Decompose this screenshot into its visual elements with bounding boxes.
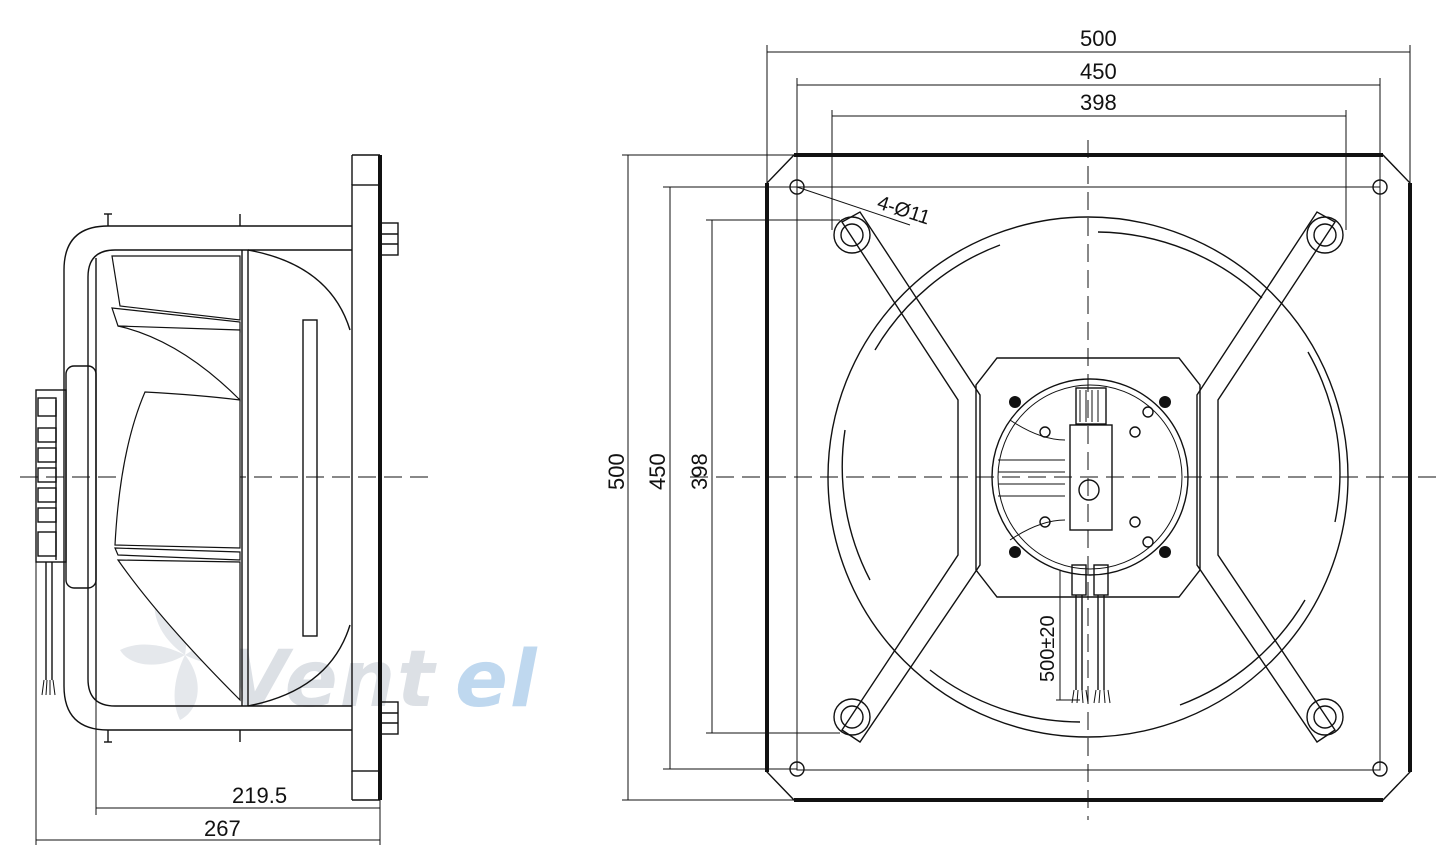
dim-label-267: 267: [204, 816, 241, 841]
side-blade-4: [114, 391, 241, 549]
motor-bracket: [975, 357, 1201, 598]
motor-housing: [991, 378, 1189, 576]
front-inlet-ring: [827, 216, 1349, 738]
front-hole-pattern-square: [796, 186, 1381, 771]
front-view: 500±20 500 450 398 500 450 398 4-Ø11: [604, 26, 1442, 820]
watermark-text-accent: el: [455, 635, 539, 725]
side-view: 219.5 267: [20, 154, 430, 845]
side-bolt-bottom: [379, 701, 399, 735]
dim-label-top-450: 450: [1080, 59, 1117, 84]
dim-label-left-450: 450: [645, 453, 670, 490]
side-blade-5: [114, 547, 241, 561]
watermark-text-main: Vent: [228, 635, 437, 725]
watermark-logo: Vent el: [120, 585, 539, 725]
dim-label-top-500: 500: [1080, 26, 1117, 51]
dim-label-cable-length: 500±20: [1037, 615, 1059, 682]
mount-hole-br: [1372, 761, 1388, 777]
dim-label-top-398: 398: [1080, 90, 1117, 115]
dim-label-219-5: 219.5: [232, 783, 287, 808]
dim-label-left-398: 398: [687, 453, 712, 490]
side-frame-outer: [63, 225, 352, 731]
side-frame-inner: [87, 249, 352, 707]
hole-callout-label: 4-Ø11: [874, 192, 932, 230]
side-blade-3: [117, 325, 241, 402]
side-blade-6: [116, 559, 241, 702]
dim-label-left-500: 500: [604, 453, 629, 490]
side-bolt-top: [379, 222, 399, 256]
motor-label-plate: [1069, 424, 1113, 531]
spider-arms: [833, 211, 1344, 743]
side-terminal-box: [35, 389, 67, 563]
side-blade-1: [111, 255, 241, 321]
